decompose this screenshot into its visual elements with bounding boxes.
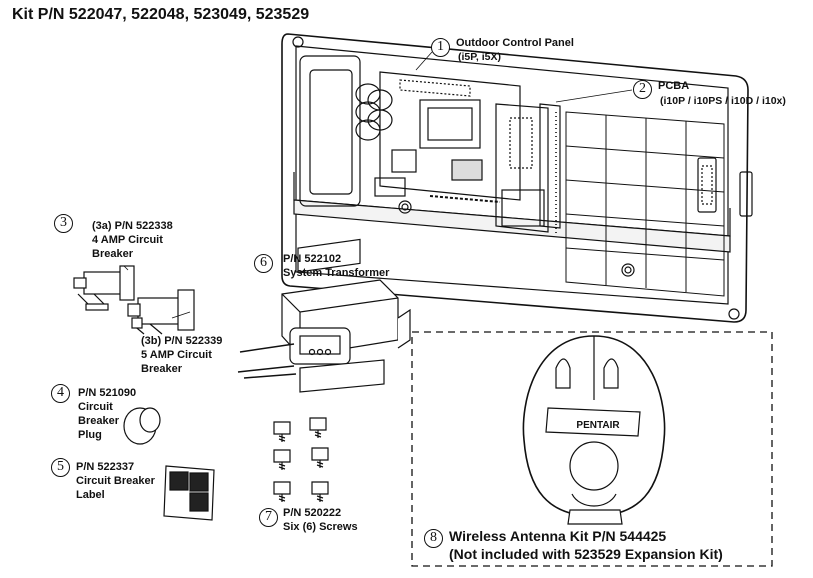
callout-7-part: P/N 520222 [283, 507, 342, 519]
callout-2-label: PCBA [658, 80, 690, 92]
page-title: Kit P/N 522047, 522048, 523049, 523529 [12, 6, 310, 23]
circuit-breaker-5amp [127, 289, 195, 335]
callout-3b-part: (3b) P/N 522339 [141, 335, 223, 347]
callout-4-desc-1: Circuit [78, 401, 113, 413]
callout-3b-desc-2: Breaker [141, 363, 182, 375]
outdoor-control-panel [281, 33, 753, 323]
callout-1-number: 1 [431, 38, 450, 57]
callout-5-number: 5 [51, 458, 70, 477]
callout-6-desc: System Transformer [283, 267, 390, 279]
callout-1-models: (i5P, i5X) [458, 51, 501, 63]
callout-4-part: P/N 521090 [78, 387, 137, 399]
callout-7-number: 7 [259, 508, 278, 527]
circuit-breaker-label [163, 465, 215, 521]
callout-3a-desc: 4 AMP Circuit [92, 234, 163, 246]
leader-lines [123, 51, 633, 319]
antenna-logo-text: PENTAIR [576, 420, 620, 431]
callout-4-number: 4 [51, 384, 70, 403]
callout-5-part: P/N 522337 [76, 461, 135, 473]
callout-8-number: 8 [424, 529, 443, 548]
callout-8-note: (Not included with 523529 Expansion Kit) [449, 546, 723, 562]
circuit-breaker-plug [123, 407, 161, 445]
wireless-antenna: PENTAIR [522, 335, 666, 525]
callout-3-number: 3 [54, 214, 73, 233]
callout-4-desc-2: Breaker [78, 415, 119, 427]
callout-3a-part: (3a) P/N 522338 [92, 220, 173, 232]
callout-2-number: 2 [633, 80, 652, 99]
screws [273, 417, 329, 503]
callout-8-kit: Wireless Antenna Kit P/N 544425 [449, 528, 667, 544]
system-transformer [237, 238, 411, 393]
antenna-kit-dashed-box [411, 331, 773, 567]
callout-4-desc-3: Plug [78, 429, 102, 441]
callout-6-number: 6 [254, 254, 273, 273]
callout-3a-desc-2: Breaker [92, 248, 133, 260]
callout-7-desc: Six (6) Screws [283, 521, 358, 533]
callout-5-desc-1: Circuit Breaker [76, 475, 155, 487]
callout-5-desc-2: Label [76, 489, 105, 501]
callout-2-models: (i10P / i10PS / i10D / i10x) [660, 95, 786, 107]
callout-1-label: Outdoor Control Panel [456, 37, 574, 49]
callout-6-part: P/N 522102 [283, 253, 342, 265]
circuit-breaker-4amp [73, 265, 135, 311]
callout-3b-desc: 5 AMP Circuit [141, 349, 212, 361]
